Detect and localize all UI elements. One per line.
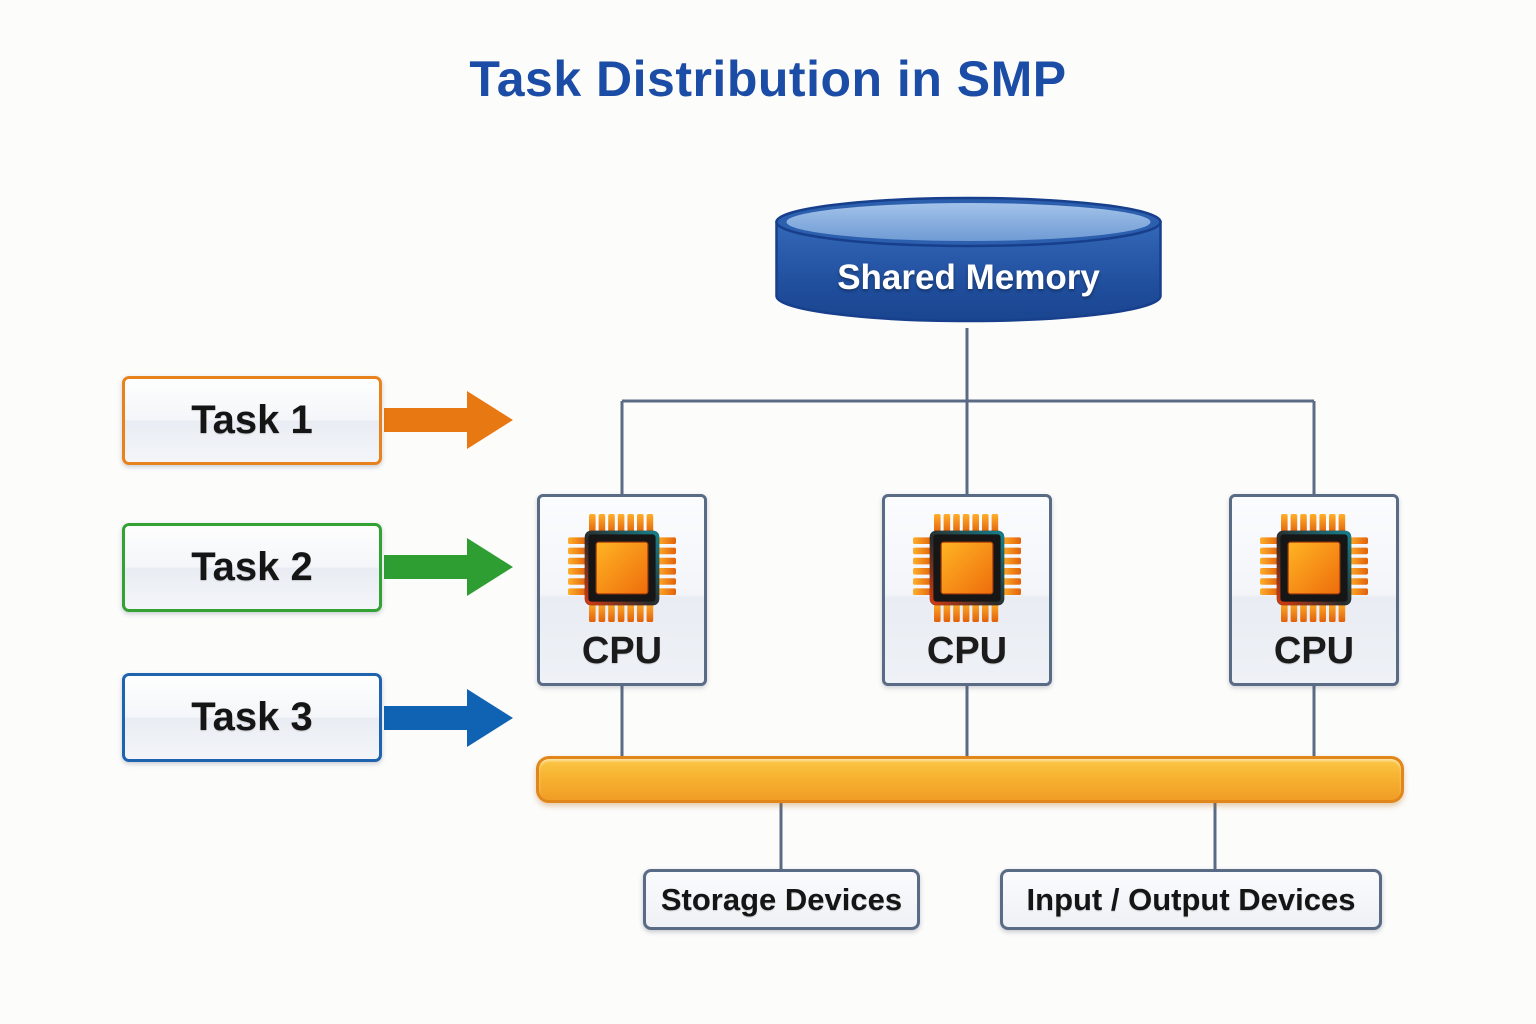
cpu1-label: CPU bbox=[581, 630, 663, 672]
io-devices-label: Input / Output Devices bbox=[1026, 881, 1356, 917]
task1-label: Task 1 bbox=[191, 398, 313, 442]
cpu1-box[interactable]: CPU bbox=[537, 494, 707, 686]
io-devices-box[interactable]: Input / Output Devices bbox=[1000, 869, 1382, 930]
cpu2-box[interactable]: CPU bbox=[882, 494, 1052, 686]
task2-label: Task 2 bbox=[191, 545, 313, 589]
task3-label: Task 3 bbox=[191, 695, 313, 739]
task3-arrow-icon bbox=[384, 689, 513, 747]
storage-devices-box[interactable]: Storage Devices bbox=[643, 869, 920, 930]
cpu2-label: CPU bbox=[926, 630, 1008, 672]
task1-arrow-icon bbox=[384, 391, 513, 449]
task2-box[interactable]: Task 2 bbox=[122, 523, 382, 612]
cpu-chip-icon bbox=[568, 514, 676, 622]
cpu-chip-icon bbox=[913, 514, 1021, 622]
cpu3-label: CPU bbox=[1273, 630, 1355, 672]
system-bus-bar bbox=[536, 756, 1404, 803]
shared-memory-cylinder bbox=[775, 196, 1162, 323]
task3-box[interactable]: Task 3 bbox=[122, 673, 382, 762]
cpu-chip-icon bbox=[1260, 514, 1368, 622]
storage-devices-label: Storage Devices bbox=[660, 881, 903, 917]
cpu3-box[interactable]: CPU bbox=[1229, 494, 1399, 686]
task1-box[interactable]: Task 1 bbox=[122, 376, 382, 465]
task2-arrow-icon bbox=[384, 538, 513, 596]
shared-memory-label: Shared Memory bbox=[837, 258, 1100, 297]
diagram-title: Task Distribution in SMP bbox=[469, 51, 1067, 107]
